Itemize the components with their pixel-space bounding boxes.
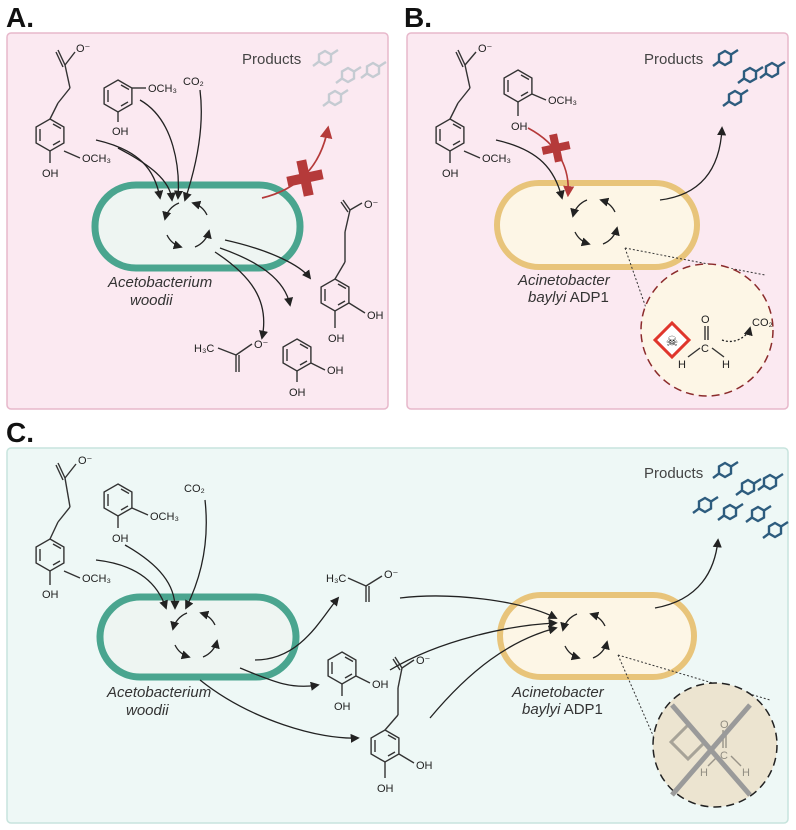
ferulate-acid: O⁻ <box>478 43 493 55</box>
guaiacol-molecule: OCH₃ OH <box>103 79 177 138</box>
formaldehyde-h-left: H <box>700 767 708 779</box>
ferulate-molecule: O⁻ OCH₃ OH <box>435 43 511 180</box>
guaiacol-hydroxyl: OH <box>112 126 129 138</box>
catechol-molecule: OH OH <box>282 338 344 399</box>
hydrocaffeate-hydroxyl-1: OH <box>416 760 433 772</box>
acetobacterium-cell <box>96 593 300 681</box>
acetate-methyl: H₃C <box>194 343 214 355</box>
acetate-molecule: H₃C O⁻ <box>194 339 269 372</box>
guaiacol-methoxy: OCH₃ <box>148 83 177 95</box>
acinetobacter-cell <box>494 180 700 270</box>
ferulate-hydroxyl: OH <box>442 168 459 180</box>
hydrocaffeate-hydroxyl-2: OH <box>328 333 345 345</box>
hydrocaffeate-molecule: O⁻ OH OH <box>320 199 384 345</box>
panel-a: A. O⁻ OCH₃ OH OCH₃ OH CO₂ <box>6 2 389 410</box>
acetobacterium-name-1: Acetobacterium <box>107 274 212 291</box>
hydrocaffeate-hydroxyl-2: OH <box>377 783 394 795</box>
co2-label: CO₂ <box>183 76 204 88</box>
catechol-hydroxyl-2: OH <box>289 387 306 399</box>
acetobacterium-name-2: woodii <box>126 702 169 719</box>
acetobacterium-name-1: Acetobacterium <box>106 684 211 701</box>
panel-b-label: B. <box>404 2 432 33</box>
acinetobacter-name-2: baylyi ADP1 <box>522 701 603 718</box>
panel-c-background <box>6 447 789 824</box>
ferulate-hydroxyl: OH <box>42 168 59 180</box>
acetate-methyl: H₃C <box>326 573 346 585</box>
formaldehyde-molecule: O C H H <box>678 314 730 371</box>
panel-c-label: C. <box>6 417 34 448</box>
ferulate-methoxy: OCH₃ <box>82 573 111 585</box>
guaiacol-hydroxyl: OH <box>112 533 129 545</box>
products-label: Products <box>644 51 703 68</box>
acetate-oxygen: O⁻ <box>384 569 399 581</box>
formaldehyde-h-left: H <box>678 359 686 371</box>
acinetobacter-name-1: Acinetobacter <box>517 272 611 289</box>
panel-a-label: A. <box>6 2 34 33</box>
acetobacterium-name-2: woodii <box>130 292 173 309</box>
ferulate-acid: O⁻ <box>78 455 93 467</box>
inhibition-cross-icon <box>286 159 324 197</box>
acinetobacter-name-1: Acinetobacter <box>511 684 605 701</box>
guaiacol-hydroxyl: OH <box>511 121 528 133</box>
ferulate-methoxy: OCH₃ <box>482 153 511 165</box>
products-label: Products <box>644 465 703 482</box>
acinetobacter-name-2: baylyi ADP1 <box>528 289 609 306</box>
formaldehyde-h-right: H <box>722 359 730 371</box>
ferulate-acid: O⁻ <box>76 43 91 55</box>
inhibition-cross-icon <box>541 133 571 163</box>
hydrocaffeate-molecule: O⁻ OH OH <box>370 655 433 795</box>
ferulate-hydroxyl: OH <box>42 589 59 601</box>
formaldehyde-carbon: C <box>720 750 728 762</box>
formaldehyde-h-right: H <box>742 767 750 779</box>
panel-c: C. O⁻ OCH₃ OH OCH₃ OH C O <box>6 417 790 824</box>
guaiacol-molecule: OCH₃ OH <box>503 69 577 133</box>
ferulate-molecule: O⁻ OCH₃ OH <box>35 455 111 601</box>
panel-b: B. O⁻ OCH₃ OH OCH₃ OH <box>404 2 789 410</box>
catechol-hydroxyl-1: OH <box>327 365 344 377</box>
hazard-skull-icon <box>652 320 692 360</box>
formaldehyde-oxygen: O <box>720 719 729 731</box>
guaiacol-methoxy: OCH₃ <box>548 95 577 107</box>
catechol-molecule: OH OH <box>327 651 389 713</box>
svg-text:☠: ☠ <box>666 333 679 349</box>
acetate-molecule: H₃C O⁻ <box>326 569 399 602</box>
co2-label: CO₂ <box>184 483 205 495</box>
deletion-cross-icon <box>670 703 752 797</box>
catechol-hydroxyl-1: OH <box>372 679 389 691</box>
guaiacol-methoxy: OCH₃ <box>150 511 179 523</box>
ferulate-molecule: O⁻ OCH₃ OH <box>35 43 111 180</box>
catechol-hydroxyl-2: OH <box>334 701 351 713</box>
guaiacol-molecule: OCH₃ OH <box>103 483 179 545</box>
acetobacterium-cell <box>91 181 304 272</box>
co2-output: CO₂ <box>752 317 773 329</box>
ferulate-methoxy: OCH₃ <box>82 153 111 165</box>
acetate-oxygen: O⁻ <box>254 339 269 351</box>
hydrocaffeate-acid: O⁻ <box>416 655 431 667</box>
hydrocaffeate-acid: O⁻ <box>364 199 379 211</box>
formaldehyde-oxygen: O <box>701 314 710 326</box>
zoom-circle <box>640 263 774 397</box>
products-label: Products <box>242 51 301 68</box>
formaldehyde-carbon: C <box>701 343 709 355</box>
hydrocaffeate-hydroxyl-1: OH <box>367 310 384 322</box>
